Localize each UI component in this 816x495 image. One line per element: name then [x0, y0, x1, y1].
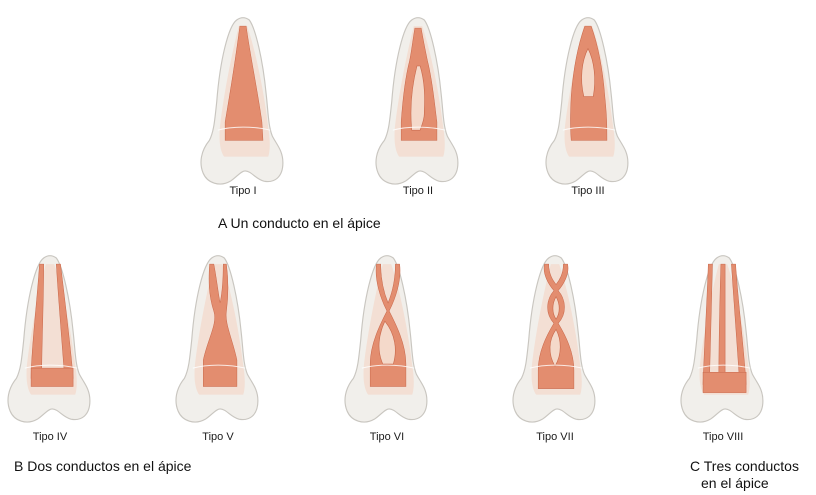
tooth-tipo-vii	[513, 256, 595, 422]
label-tipo-vi: Tipo VI	[347, 431, 427, 443]
label-tipo-i: Tipo I	[203, 185, 283, 197]
tooth-tipo-iii	[546, 18, 628, 184]
tooth-tipo-iv	[8, 256, 90, 422]
tooth-tipo-viii	[681, 256, 763, 422]
label-tipo-ii: Tipo II	[378, 185, 458, 197]
label-tipo-viii: Tipo VIII	[683, 431, 763, 443]
tooth-tipo-i	[201, 18, 283, 184]
tooth-tipo-v	[176, 256, 258, 422]
label-tipo-iv: Tipo IV	[10, 431, 90, 443]
caption-c-line2: en el ápice	[701, 475, 769, 492]
root-canal	[31, 368, 73, 386]
tooth-tipo-ii	[376, 18, 458, 184]
caption-c-line1: C Tres conductos	[690, 458, 799, 475]
caption-a: A Un conducto en el ápice	[218, 215, 381, 231]
label-tipo-iii: Tipo III	[548, 185, 628, 197]
label-tipo-vii: Tipo VII	[515, 431, 595, 443]
tooth-tipo-vi	[345, 256, 427, 422]
root-canal	[703, 372, 746, 392]
label-tipo-v: Tipo V	[178, 431, 258, 443]
caption-b: B Dos conductos en el ápice	[14, 458, 191, 474]
